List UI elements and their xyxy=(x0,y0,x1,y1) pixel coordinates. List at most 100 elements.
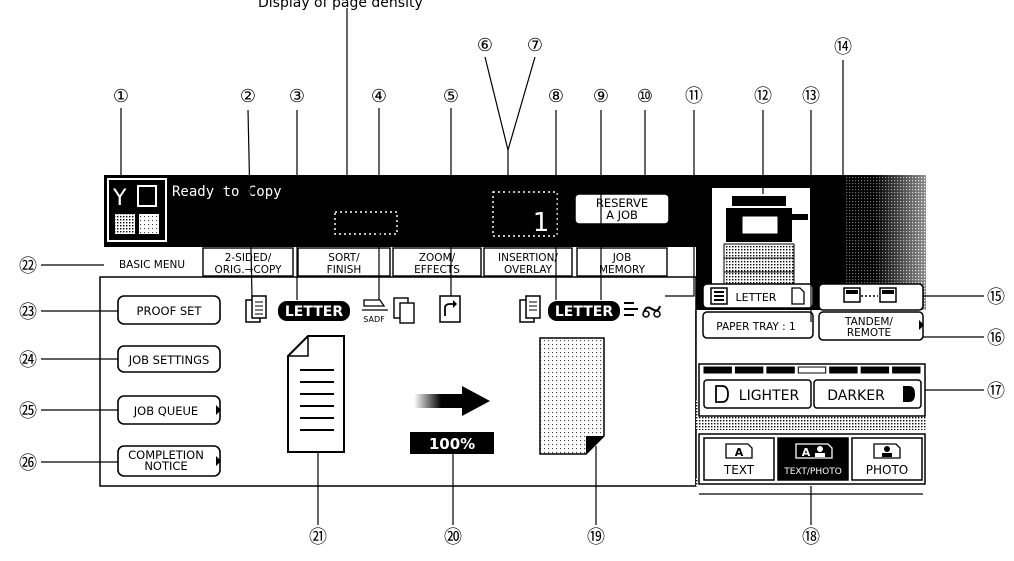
copy-count-display xyxy=(492,191,558,237)
svg-text:Y: Y xyxy=(112,186,127,211)
original-duplex-icon xyxy=(245,295,267,323)
callout-1: ① xyxy=(113,86,129,107)
tab-zoom-line2: EFFECTS xyxy=(414,264,460,276)
lighter-icon xyxy=(715,385,729,403)
svg-text:A: A xyxy=(735,446,744,459)
tab-basic-menu-label: BASIC MENU xyxy=(119,259,185,271)
mode-photo-label: PHOTO xyxy=(866,463,908,477)
callout-4: ④ xyxy=(371,86,387,107)
caption-page-density: Display of page density xyxy=(258,0,423,11)
tab-job-memory-line1: JOB xyxy=(612,252,632,264)
zoom-value: 100% xyxy=(429,435,475,453)
callout-8: ⑧ xyxy=(548,86,564,107)
callout-22: ㉒ xyxy=(19,256,37,277)
paper-tray-button[interactable]: PAPER TRAY : 1 xyxy=(702,311,814,339)
darker-icon xyxy=(903,386,915,402)
copy-info-row: LETTER xyxy=(519,295,661,323)
density-segment xyxy=(703,366,732,374)
tab-job-memory[interactable]: JOB MEMORY xyxy=(576,247,668,277)
copy-duplex-icon xyxy=(519,295,541,323)
completion-line1: COMPLETION xyxy=(128,448,204,462)
orig-orientation-icon xyxy=(393,297,415,324)
job-queue-label: JOB QUEUE xyxy=(133,404,198,418)
completion-line2: NOTICE xyxy=(144,459,187,473)
status-message: Ready to Copy xyxy=(172,184,282,200)
tab-2-sided-line2: ORIG.→COPY xyxy=(214,264,282,276)
tab-insertion-line2: OVERLAY xyxy=(504,264,553,276)
svg-text:A: A xyxy=(802,446,811,459)
paper-size-label: LETTER xyxy=(736,291,777,304)
callout-3: ③ xyxy=(289,86,305,107)
tab-2-sided[interactable]: 2-SIDED/ ORIG.→COPY xyxy=(202,247,294,277)
callout-25: ㉕ xyxy=(19,401,37,422)
machine-status-icon[interactable]: Y xyxy=(107,178,167,242)
callout-18: ⑱ xyxy=(802,527,820,548)
paper-tray-label: PAPER TRAY : 1 xyxy=(716,321,795,333)
callout-13: ⑬ xyxy=(802,86,820,107)
tab-sort-finish[interactable]: SORT/ FINISH xyxy=(297,247,391,277)
tab-sort-line2: FINISH xyxy=(327,264,362,276)
callout-23: ㉓ xyxy=(19,302,37,323)
paper-size-button[interactable]: LETTER xyxy=(702,283,814,309)
callout-numbers: ① ② ③ ④ ⑤ ⑥ ⑦ ⑧ ⑨ ⑩ ⑪ ⑫ ⑬ ⑭ ⑮ ⑯ ⑰ ⑱ ⑲ ⑳ … xyxy=(19,35,1005,548)
job-settings-label: JOB SETTINGS xyxy=(128,353,210,367)
tab-sort-line1: SORT/ xyxy=(328,252,360,264)
tandem-line1: TANDEM/ xyxy=(844,316,893,328)
sadf-icon: SADF xyxy=(362,299,388,324)
text-mode-icon: A xyxy=(725,443,753,459)
density-level-bar xyxy=(703,366,921,374)
tab-2-sided-line1: 2-SIDED/ xyxy=(225,252,272,264)
tab-zoom-line1: ZOOM/ xyxy=(419,252,456,264)
proof-set-button[interactable]: PROOF SET xyxy=(117,295,221,325)
original-size: LETTER xyxy=(285,304,343,320)
lighter-button[interactable]: LIGHTER xyxy=(703,379,812,409)
tab-basic-menu[interactable]: BASIC MENU xyxy=(104,250,200,276)
mode-text-photo-button[interactable]: A TEXT/PHOTO xyxy=(777,437,849,481)
copy-preview-page-icon xyxy=(539,337,605,455)
mode-photo-button[interactable]: PHOTO xyxy=(851,437,923,481)
tab-bar: BASIC MENU 2-SIDED/ ORIG.→COPY SORT/ FIN… xyxy=(104,247,668,277)
job-settings-button[interactable]: JOB SETTINGS xyxy=(117,345,221,373)
tab-insertion-line1: INSERTION/ xyxy=(498,252,558,264)
page-density-display xyxy=(334,211,398,235)
darker-label: DARKER xyxy=(827,388,885,404)
rotate-arrow-icon xyxy=(439,295,461,323)
mode-text-photo-label: TEXT/PHOTO xyxy=(783,467,842,477)
density-segment xyxy=(892,366,921,374)
text-photo-mode-icon: A xyxy=(795,443,833,459)
callout-14: ⑭ xyxy=(834,37,852,58)
darker-button[interactable]: DARKER xyxy=(813,379,922,409)
job-queue-button[interactable]: JOB QUEUE xyxy=(117,395,221,425)
lighter-label: LIGHTER xyxy=(739,388,800,404)
callout-9: ⑨ xyxy=(593,86,609,107)
tandem-arrow-icon xyxy=(919,320,924,330)
image-mode-panel: A TEXT A TEXT/PHOTO PHOTO xyxy=(698,433,926,485)
sadf-label: SADF xyxy=(363,315,385,324)
mode-text-button[interactable]: A TEXT xyxy=(703,437,775,481)
callout-19: ⑲ xyxy=(587,527,605,548)
density-segment xyxy=(829,366,858,374)
copy-count: 1 xyxy=(533,208,550,238)
callout-24: ㉔ xyxy=(19,350,37,371)
proof-set-label: PROOF SET xyxy=(137,304,203,318)
machine-picture xyxy=(712,188,810,292)
tandem-link-button[interactable] xyxy=(818,283,924,311)
original-document-icon xyxy=(287,335,345,453)
callout-26: ㉖ xyxy=(19,453,37,474)
density-segment-current xyxy=(797,366,827,374)
reserve-job-button[interactable]: RESERVE A JOB xyxy=(574,193,670,225)
tandem-remote-button[interactable]: TANDEM/ REMOTE xyxy=(818,311,924,341)
reserve-line2: A JOB xyxy=(606,208,638,222)
mode-text-label: TEXT xyxy=(723,463,755,477)
tab-job-memory-line2: MEMORY xyxy=(599,264,646,276)
tab-insertion-overlay[interactable]: INSERTION/ OVERLAY xyxy=(483,247,573,277)
photo-mode-icon xyxy=(873,443,901,459)
callout-16: ⑯ xyxy=(987,328,1005,349)
tab-zoom-effects[interactable]: ZOOM/ EFFECTS xyxy=(392,247,482,277)
callout-2: ② xyxy=(240,86,256,107)
density-segment xyxy=(766,366,795,374)
completion-notice-button[interactable]: COMPLETION NOTICE xyxy=(117,445,221,477)
copy-direction-arrow-icon xyxy=(414,386,490,416)
exposure-panel: LIGHTER DARKER xyxy=(698,363,926,417)
